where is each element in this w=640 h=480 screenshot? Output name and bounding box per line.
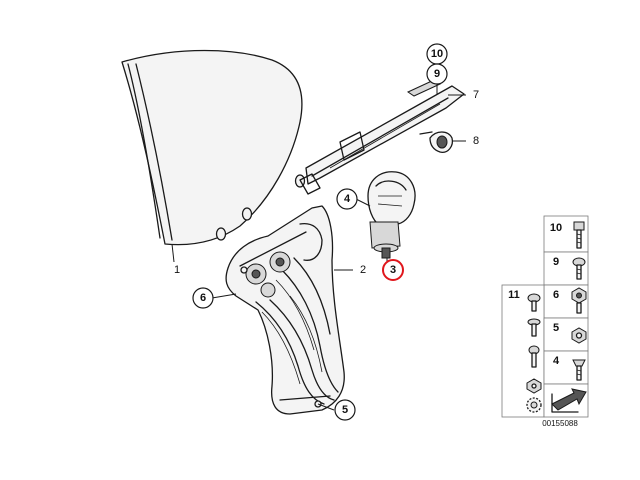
rivet xyxy=(240,266,248,274)
callout-3[interactable]: 3 xyxy=(382,259,404,281)
svg-text:4: 4 xyxy=(344,193,351,205)
svg-text:8: 8 xyxy=(473,135,479,147)
part-regulator-frame[interactable] xyxy=(225,205,345,415)
svg-text:10: 10 xyxy=(550,222,562,234)
nut-icon xyxy=(526,378,542,394)
svg-text:7: 7 xyxy=(473,89,479,101)
svg-text:4: 4 xyxy=(553,355,560,367)
callout-5[interactable]: 5 xyxy=(334,399,356,421)
fastener-legend: 10 9 6 xyxy=(501,215,589,418)
callout-1[interactable]: 1 xyxy=(174,264,180,276)
part-guide-rail[interactable] xyxy=(299,79,465,195)
washer-icon xyxy=(527,318,541,337)
legend-cell-11[interactable]: 11 xyxy=(501,284,545,418)
legend-cell-4[interactable]: 4 xyxy=(543,350,589,385)
callout-8[interactable]: 8 xyxy=(473,135,479,147)
callout-2[interactable]: 2 xyxy=(360,264,366,276)
svg-text:11: 11 xyxy=(508,289,520,301)
hex-bolt-icon xyxy=(571,287,587,314)
legend-cell-9[interactable]: 9 xyxy=(543,251,589,286)
nut-icon xyxy=(571,327,587,344)
legend-cell-5[interactable]: 5 xyxy=(543,317,589,352)
gear-icon xyxy=(526,397,542,413)
svg-text:6: 6 xyxy=(553,289,559,301)
svg-text:5: 5 xyxy=(342,404,348,416)
svg-text:2: 2 xyxy=(360,264,366,276)
part-clip[interactable] xyxy=(419,131,454,153)
pulley-hub xyxy=(251,269,261,279)
svg-text:9: 9 xyxy=(434,68,440,80)
glass-hole xyxy=(215,227,227,241)
callout-10[interactable]: 10 xyxy=(426,43,448,65)
pulley-hub xyxy=(275,257,285,267)
part-window-glass[interactable] xyxy=(121,49,306,246)
arrow-icon xyxy=(551,388,587,413)
callout-7[interactable]: 7 xyxy=(473,89,479,101)
callout-6[interactable]: 6 xyxy=(192,287,214,309)
screw-icon xyxy=(572,359,586,381)
svg-text:3: 3 xyxy=(390,264,396,276)
legend-cell-10[interactable]: 10 xyxy=(543,215,589,253)
callout-4[interactable]: 4 xyxy=(336,188,358,210)
legend-cell-arrow xyxy=(543,383,589,418)
screw-icon xyxy=(572,257,586,280)
glass-hole xyxy=(241,207,253,221)
part-window-motor[interactable] xyxy=(367,171,416,259)
svg-text:5: 5 xyxy=(553,322,559,334)
svg-text:10: 10 xyxy=(431,48,443,60)
document-number: 00155088 xyxy=(542,419,578,428)
svg-text:9: 9 xyxy=(553,256,559,268)
pulley xyxy=(260,282,276,298)
screw-icon xyxy=(527,293,541,312)
bolt-icon xyxy=(573,221,585,249)
bolt-icon xyxy=(528,345,540,368)
callout-9[interactable]: 9 xyxy=(426,63,448,85)
svg-text:6: 6 xyxy=(200,292,206,304)
legend-cell-6[interactable]: 6 xyxy=(543,284,589,319)
svg-text:1: 1 xyxy=(174,264,180,276)
